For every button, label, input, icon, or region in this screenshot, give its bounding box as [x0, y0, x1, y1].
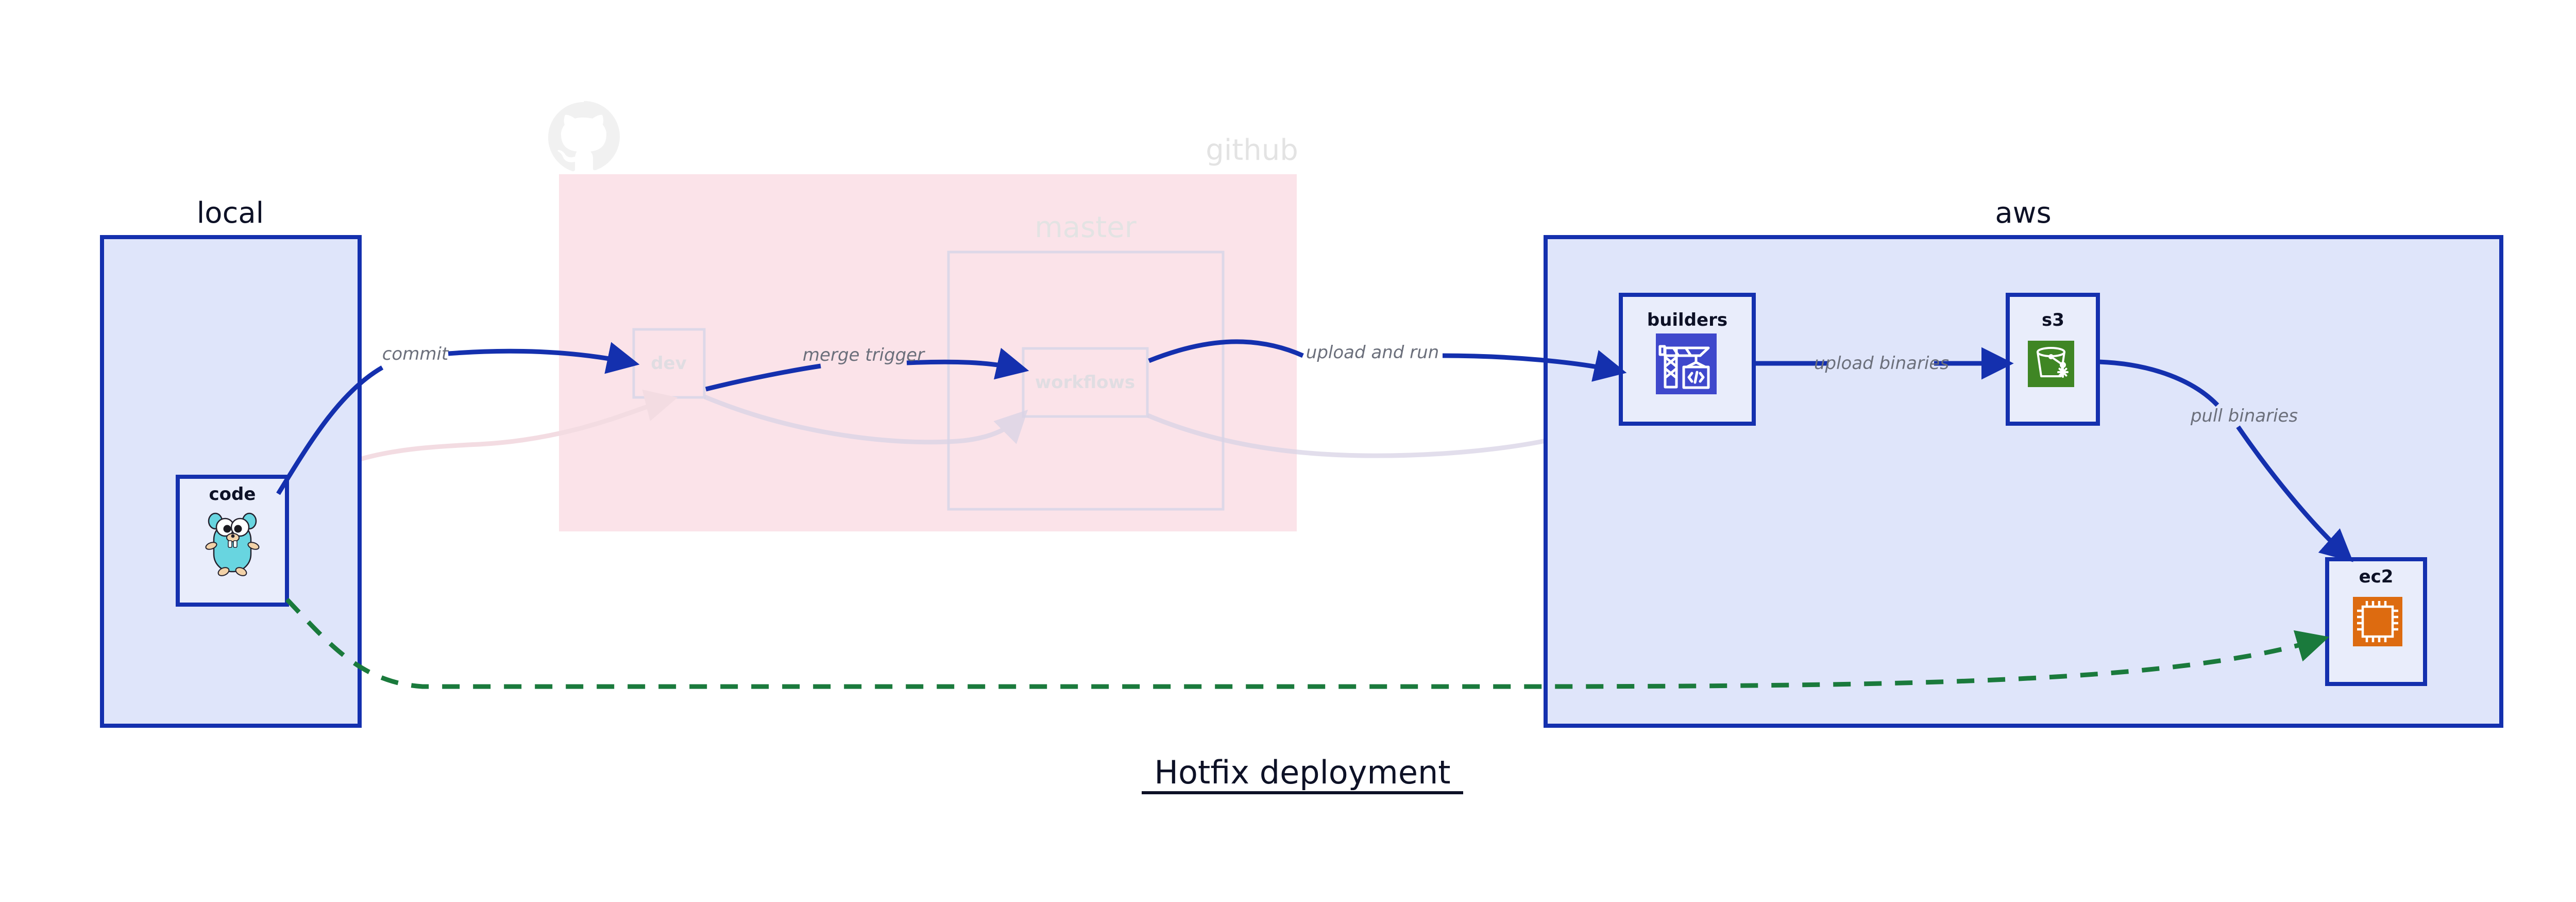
node-builders-label: builders: [1647, 310, 1727, 330]
node-workflows[interactable]: workflows: [1022, 347, 1149, 418]
edge-pull-binaries-segment-b: [2236, 425, 2353, 562]
group-github[interactable]: github master dev workflows: [548, 101, 1298, 531]
node-s3-label: s3: [2042, 310, 2064, 330]
node-code-label: code: [209, 484, 256, 505]
node-ec2-label: ec2: [2359, 566, 2394, 587]
aws-codebuild-crane-icon: [1656, 333, 1717, 394]
edge-label-merge-trigger: merge trigger: [803, 345, 925, 365]
go-gopher-icon: [205, 512, 260, 576]
node-code[interactable]: code: [176, 475, 289, 607]
edge-upload-and-run-segment-a: [1148, 339, 1304, 363]
group-local[interactable]: local code: [100, 196, 362, 728]
edge-pull-binaries-segment-a: [2098, 359, 2219, 407]
node-workflows-box: [1022, 347, 1149, 418]
group-aws[interactable]: aws builders: [1544, 196, 2503, 728]
edge-label-commit: commit: [382, 344, 449, 364]
edge-label-upload-and-run: upload and run: [1306, 342, 1439, 363]
page-title: Hotfix deployment: [1142, 754, 1463, 794]
edge-label-pull-binaries: pull binaries: [2190, 406, 2298, 426]
node-workflows-label: workflows: [1035, 372, 1135, 393]
edge-label-upload-binaries: upload binaries: [1814, 353, 1949, 374]
edge-hotfix-direct: [285, 597, 2330, 689]
edge-merge-trigger-segment-b: [906, 347, 1029, 380]
aws-ec2-chip-icon: [2353, 597, 2402, 646]
page-title-text: Hotfix deployment: [1154, 754, 1450, 791]
group-aws-label: aws: [1995, 196, 2051, 230]
edge-layer: commit merge trigger upload and run uplo…: [276, 339, 2353, 689]
github-octocat-icon: [548, 101, 620, 172]
subgroup-master-box: [947, 250, 1225, 511]
edge-merge-trigger-segment-a: [705, 363, 821, 392]
ghost-edge-dev-to-workflows: [704, 394, 1028, 445]
group-local-label: local: [197, 196, 264, 230]
edge-commit-segment-b: [448, 342, 640, 374]
node-ec2[interactable]: ec2: [2325, 557, 2427, 686]
aws-s3-bucket-icon: [2028, 341, 2074, 387]
node-dev-label: dev: [651, 353, 687, 374]
node-builders[interactable]: builders: [1619, 293, 1756, 426]
edge-commit-segment-a: [276, 365, 384, 495]
subgroup-master[interactable]: master: [947, 211, 1225, 511]
group-github-label: github: [1206, 133, 1298, 167]
edge-upload-and-run-segment-b: [1442, 350, 1627, 382]
node-s3[interactable]: s3: [2006, 293, 2100, 426]
subgroup-master-label: master: [1035, 211, 1137, 244]
